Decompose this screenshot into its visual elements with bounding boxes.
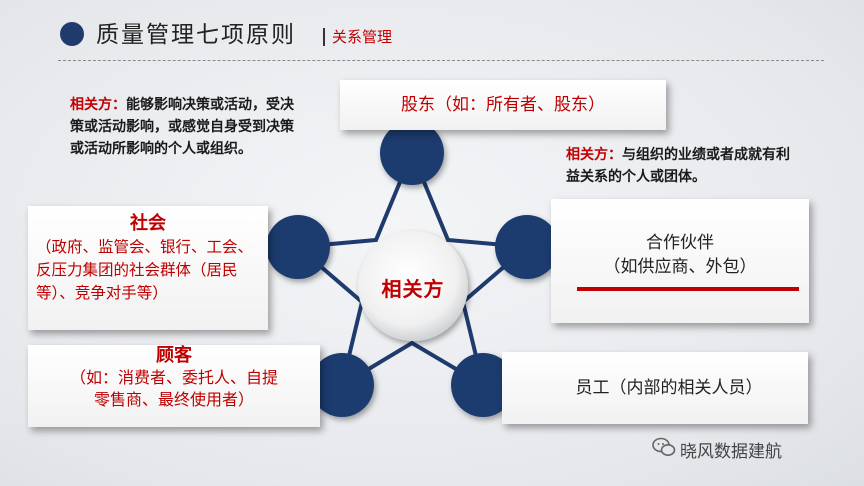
watermark-text: 晓风数据建航 (680, 442, 782, 462)
note-right-keyword: 相关方： (566, 147, 622, 163)
note-left-body: 能够影响决策或活动，受决策或活动影响，或感觉自身受到决策或活动所影响的个人或组织… (70, 97, 294, 157)
card-partners: 合作伙伴 （如供应商、外包） (551, 199, 809, 323)
card-shareholders-text: 股东（如：所有者、股东） (401, 95, 605, 115)
node-partners (495, 215, 559, 279)
card-partners-underline (577, 287, 799, 291)
card-customers-body: （如：消费者、委托人、自提零售商、最终使用者） (69, 368, 278, 409)
node-employees (451, 353, 515, 417)
card-employees-text: 员工（内部的相关人员） (575, 378, 763, 398)
wechat-icon (652, 437, 676, 456)
title-divider (323, 28, 325, 46)
card-society: 社会 （政府、监管会、银行、工会、反压力集团的社会群体（居民等）、竞争对手等） (28, 206, 268, 330)
card-society-title: 社会 (130, 213, 166, 234)
card-employees: 员工（内部的相关人员） (502, 352, 808, 424)
note-left: 相关方：能够影响决策或活动，受决策或活动影响，或感觉自身受到决策或活动所影响的个… (70, 94, 302, 160)
card-partners-body: （如供应商、外包） (603, 257, 757, 277)
node-society (266, 215, 330, 279)
hub-circle (358, 231, 468, 341)
note-right: 相关方：与组织的业绩或者成就有利益关系的个人或团体。 (566, 144, 794, 188)
note-left-keyword: 相关方： (70, 97, 126, 113)
card-customers: 顾客 （如：消费者、委托人、自提零售商、最终使用者） (28, 345, 320, 427)
page-title: 质量管理七项原则 (96, 22, 296, 48)
title-bullet (60, 22, 84, 46)
page-subtitle: 关系管理 (332, 28, 393, 46)
card-shareholders: 股东（如：所有者、股东） (340, 80, 666, 130)
card-society-body: （政府、监管会、银行、工会、反压力集团的社会群体（居民等）、竞争对手等） (36, 238, 254, 302)
header-divider (58, 60, 824, 61)
card-customers-title: 顾客 (156, 345, 192, 366)
node-shareholders (380, 121, 444, 185)
hub-label: 相关方 (381, 277, 445, 301)
node-customers (310, 353, 374, 417)
note-right-body: 与组织的业绩或者成就有利益关系的个人或团体。 (566, 147, 790, 185)
card-partners-title: 合作伙伴 (646, 233, 714, 253)
